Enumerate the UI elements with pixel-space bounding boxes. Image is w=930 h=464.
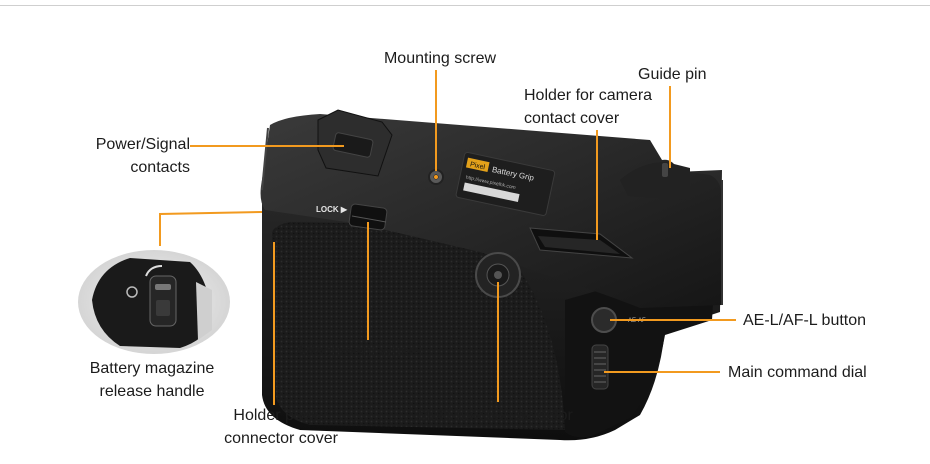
label-guide-pin: Guide pin: [638, 66, 707, 83]
label-mounting-screw: Mounting screw: [383, 50, 497, 67]
command-dial-icon: [591, 344, 609, 390]
contact-pins: [332, 132, 374, 158]
brand-logo-text: Pixel: [469, 161, 486, 171]
leader-battery-release: [159, 211, 263, 246]
label-ae-af-button: AE-L/AF-L button: [743, 312, 867, 329]
brand-plate: Pixel Battery Grip http://www.pixelhk.co…: [455, 151, 556, 216]
top-divider: [0, 5, 930, 6]
label-battery-release: Battery magazine release handle: [89, 360, 215, 400]
label-power-signal: Power/Signal contacts: [95, 136, 190, 176]
guide-pin-housing: [620, 162, 690, 200]
label-holder-cover: Holder for camera contact cover: [524, 87, 653, 127]
attachment-wheel-icon: [348, 203, 388, 231]
guide-pin-icon: [662, 163, 668, 177]
lock-label: LOCK ▶: [316, 205, 348, 214]
label-multi-function: Multi-function selector: [417, 407, 573, 424]
release-handle-inset: [78, 250, 230, 354]
label-attachment-wheel: Attachment wheel: [295, 343, 423, 360]
leader-lines: [159, 70, 736, 405]
label-main-dial: Main command dial: [728, 364, 867, 381]
label-holder-power: Holder power connector cover: [224, 407, 338, 447]
